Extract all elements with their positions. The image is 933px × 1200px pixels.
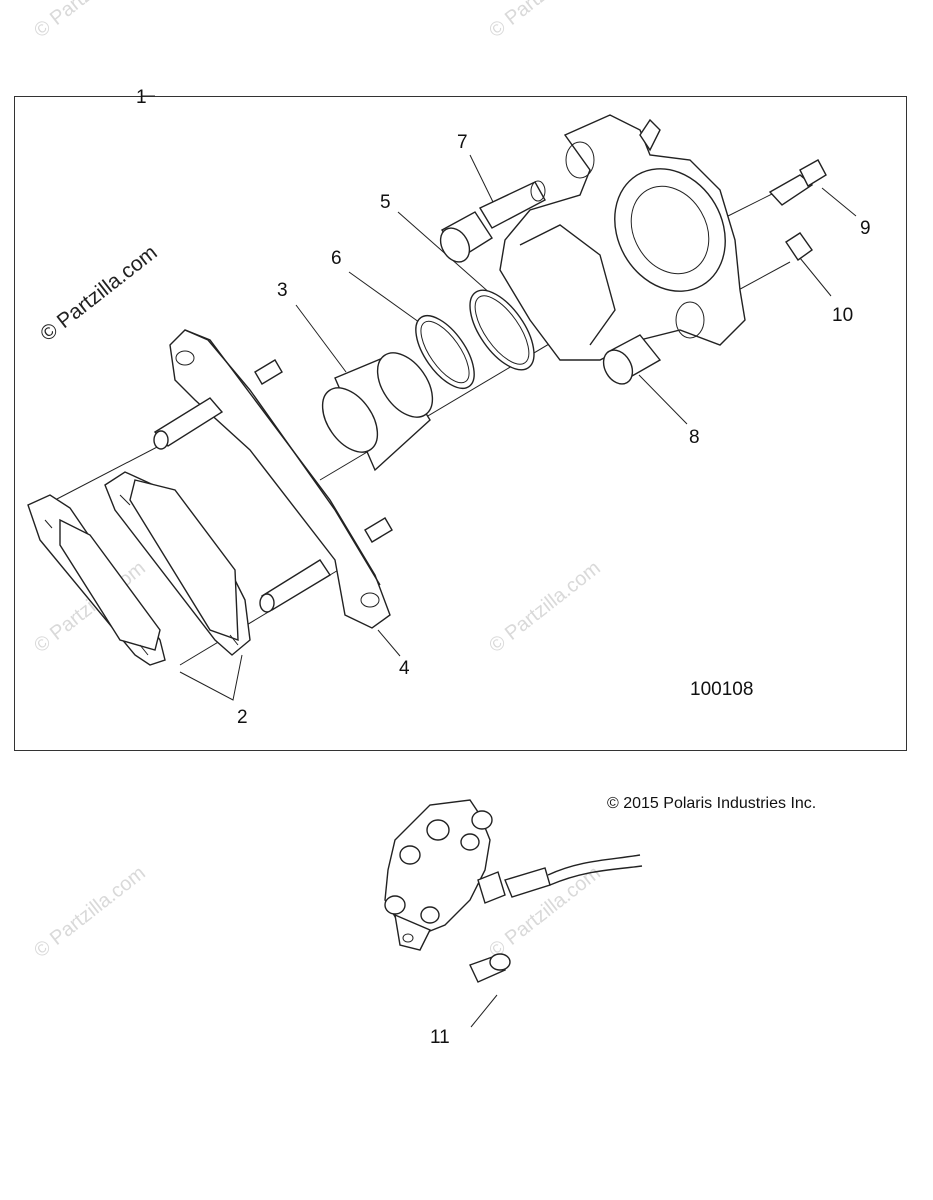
diagram-frame <box>14 96 907 751</box>
bleeder-cap <box>785 232 813 261</box>
callout-6: 6 <box>331 248 342 269</box>
callout-4: 4 <box>399 658 410 679</box>
callout-9: 9 <box>860 218 871 239</box>
pin-boot-lower <box>602 334 662 385</box>
callout-7: 7 <box>457 132 468 153</box>
callout-2: 2 <box>237 707 248 728</box>
dust-seal <box>469 289 535 371</box>
brake-pad-front <box>104 471 251 656</box>
piston <box>321 352 434 472</box>
callout-8: 8 <box>689 427 700 448</box>
assembled-caliper <box>384 799 643 983</box>
callout-3: 3 <box>277 280 288 301</box>
copyright-notice: © 2015 Polaris Industries Inc. <box>607 795 817 812</box>
figure-id: 100108 <box>690 679 754 700</box>
bleeder-screw <box>768 159 827 206</box>
piston-seal <box>415 315 475 389</box>
caliper-bracket <box>153 329 393 629</box>
callout-10: 10 <box>832 305 854 326</box>
callout-5: 5 <box>380 192 391 213</box>
brake-pad-rear <box>27 494 166 666</box>
caliper-body <box>499 114 746 361</box>
callout-11: 11 <box>430 1027 450 1048</box>
callout-1: 1 <box>136 87 147 108</box>
pin-boot-upper <box>439 180 546 263</box>
